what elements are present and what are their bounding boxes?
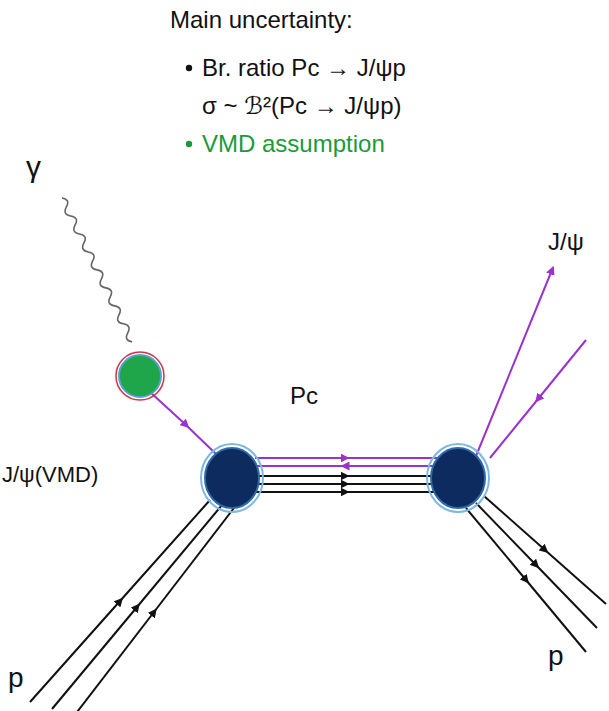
vertex-blob [201, 444, 263, 512]
particle-label: J/ψ [548, 228, 584, 256]
bullet-text: σ ~ ℬ²(Pc → J/ψp) [202, 92, 401, 120]
bullet-text: Br. ratio Pc → J/ψp [202, 54, 406, 82]
photon-line [59, 196, 135, 343]
particle-label: γ [26, 150, 41, 185]
proton-in-lines [30, 500, 234, 711]
pentaquark-lines [255, 458, 440, 492]
vmd-blob [116, 352, 164, 400]
particle-label: Pc [290, 382, 318, 410]
particle-label: p [8, 662, 24, 694]
particle-label: p [548, 640, 564, 672]
heading: Main uncertainty: [170, 6, 353, 34]
bullet [186, 65, 192, 71]
jpsi-lines [476, 270, 586, 458]
bullet-text: VMD assumption [202, 130, 385, 158]
vertex-blob [427, 444, 489, 512]
bullet [186, 141, 192, 147]
quark-line [150, 392, 216, 454]
proton-out-lines [466, 496, 606, 652]
particle-label: J/ψ(VMD) [2, 462, 98, 487]
